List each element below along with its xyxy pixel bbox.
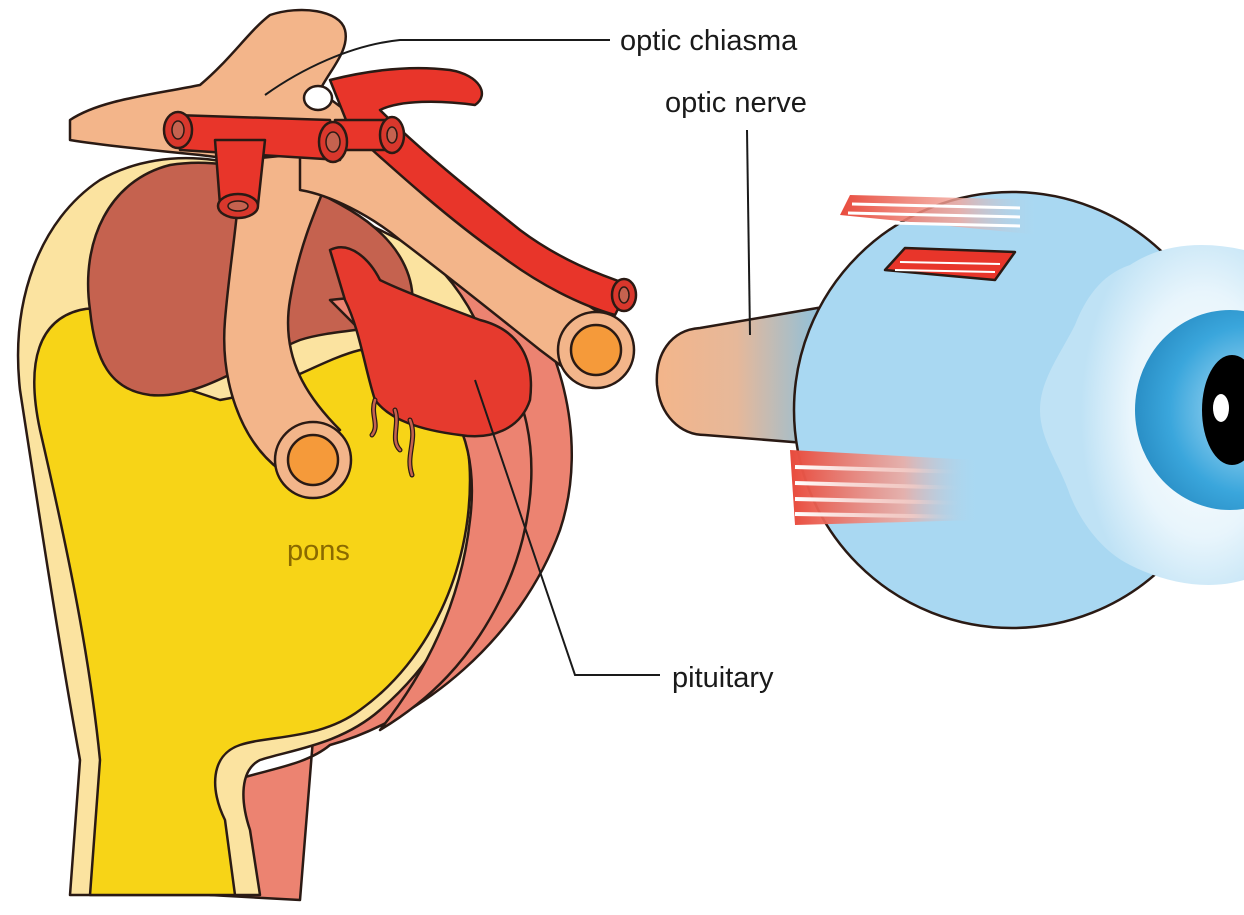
vessel-cut-4-hole [387, 127, 397, 143]
pupil-highlight [1213, 394, 1229, 422]
leader-optic-nerve [747, 130, 750, 335]
label-pons: pons [287, 535, 350, 567]
vessel-cut-1-hole [172, 121, 184, 139]
eye-group [657, 192, 1244, 628]
label-optic-chiasma: optic chiasma [620, 25, 798, 57]
label-pituitary: pituitary [672, 662, 774, 694]
eye-muscle-bottom [790, 450, 980, 525]
vessel-cut-2-hole [228, 201, 248, 211]
vessel-loop-top [304, 86, 332, 110]
nerve-cut-core-left [288, 435, 338, 485]
vessel-cut-3-hole [326, 132, 340, 152]
nerve-cut-core-right [571, 325, 621, 375]
vessel-cut-5-hole [619, 287, 629, 303]
label-optic-nerve: optic nerve [665, 87, 807, 119]
